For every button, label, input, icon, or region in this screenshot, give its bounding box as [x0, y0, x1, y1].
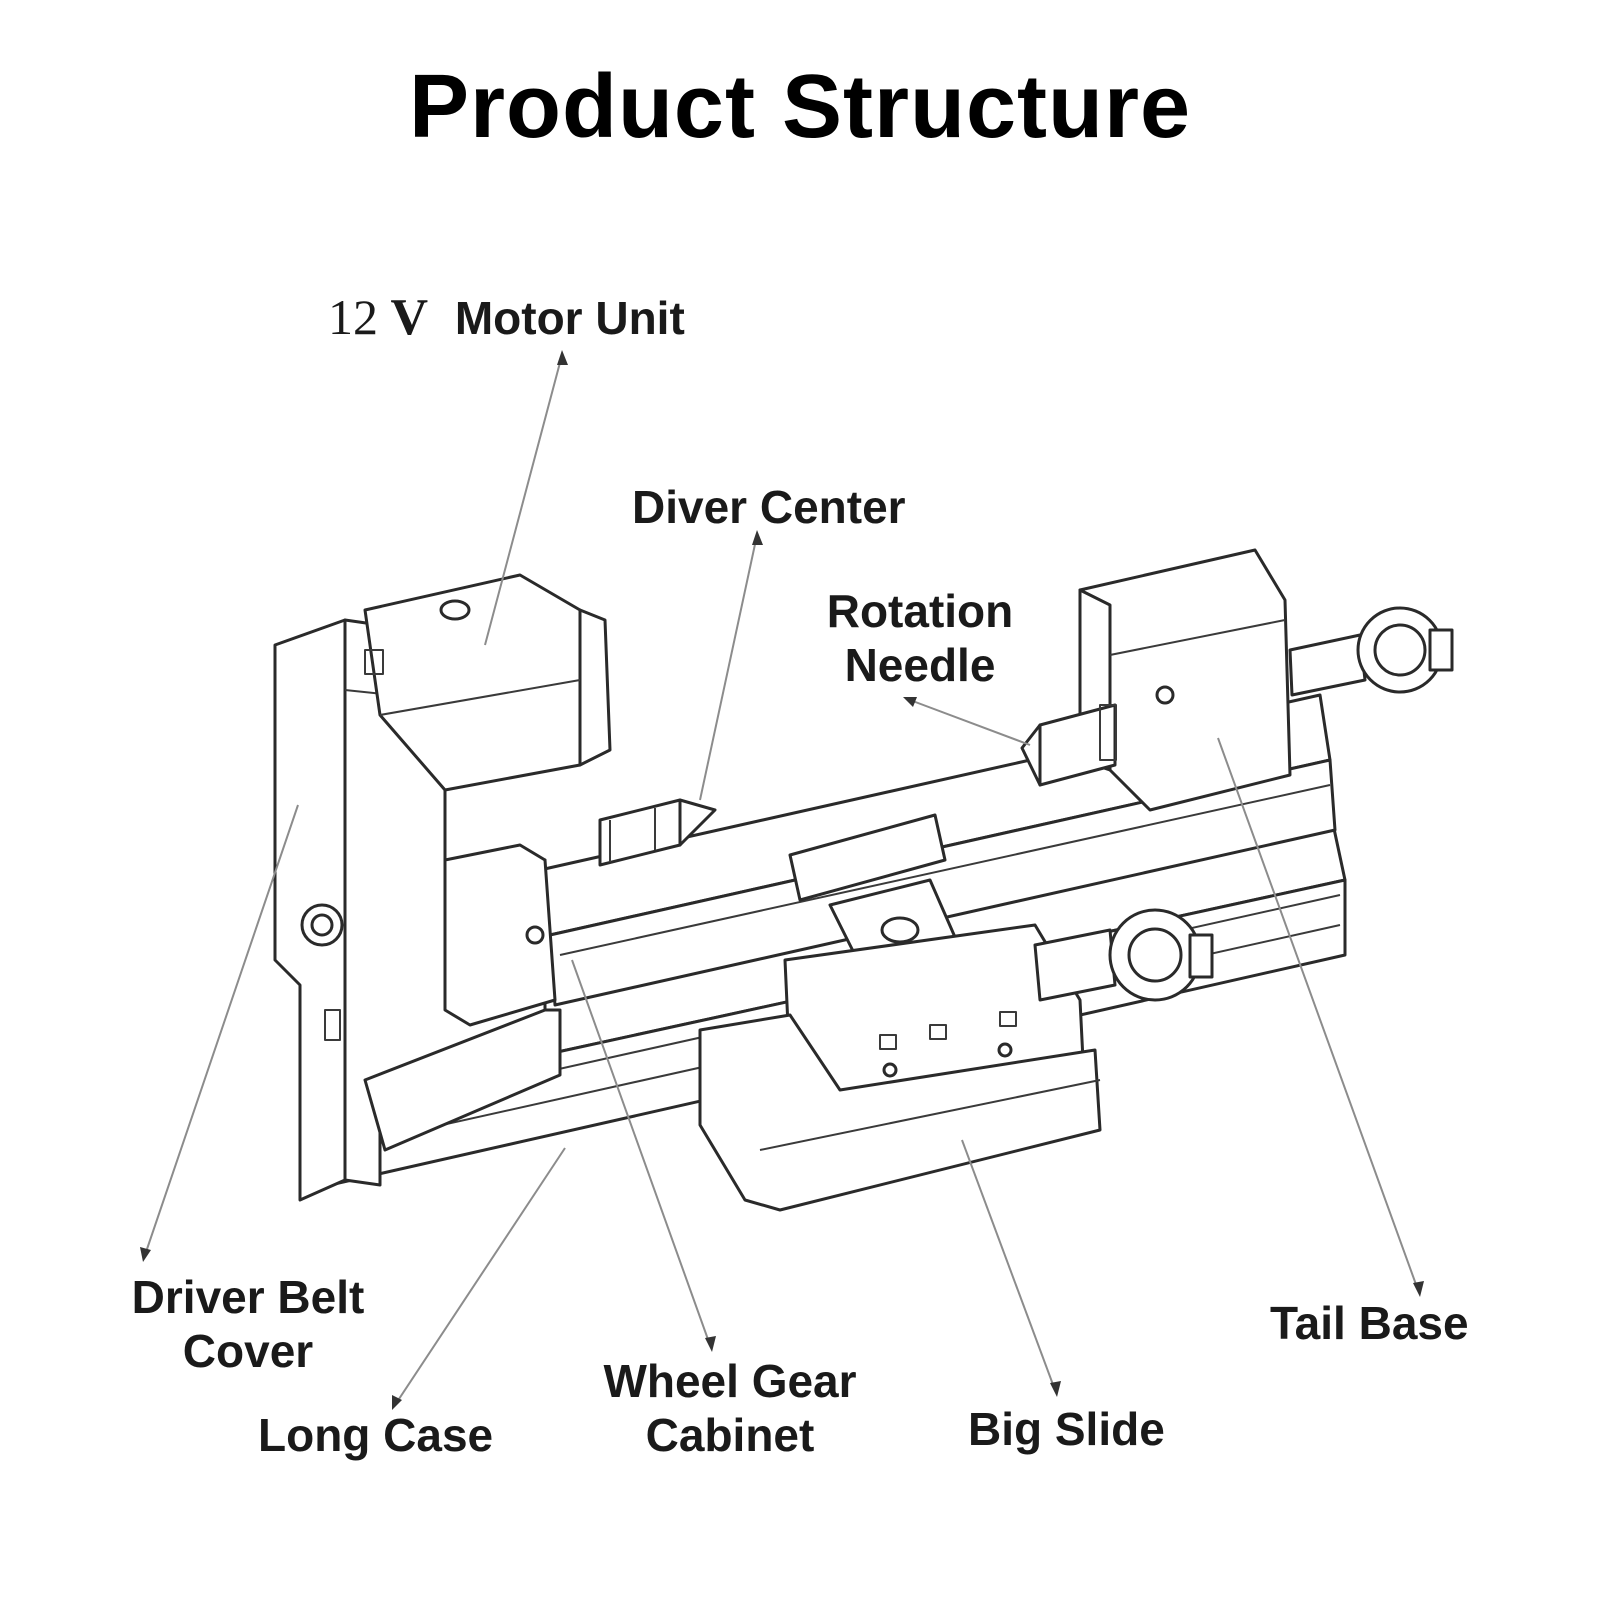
- driver-belt-cover-label: Driver Belt Cover: [108, 1270, 388, 1378]
- motor-unit-body: [363, 573, 612, 792]
- wheel-gear-cabinet-line-1: Wheel Gear: [603, 1355, 857, 1407]
- wheel-gear-cabinet-label: Wheel Gear Cabinet: [580, 1354, 880, 1462]
- driver-belt-cover-line-1: Driver Belt: [131, 1271, 365, 1323]
- big-slide-label: Big Slide: [968, 1403, 1165, 1455]
- rotation-needle-line-1: Rotation: [826, 585, 1014, 637]
- rotation-needle-body: [1020, 703, 1117, 787]
- diver-center-label: Diver Center: [632, 481, 906, 533]
- tail-base-label: Tail Base: [1270, 1297, 1469, 1349]
- motor-unit-text: Motor Unit: [454, 292, 685, 344]
- motor-unit-label: 12 V Motor Unit: [328, 290, 685, 345]
- leader-lines: [140, 350, 1424, 1410]
- long-case-label: Long Case: [258, 1409, 494, 1461]
- tailstock: [1078, 548, 1454, 812]
- wheel-gear-cabinet-line-2: Cabinet: [645, 1409, 815, 1461]
- wheel-gear-cabinet-body: [443, 843, 557, 1027]
- motor-voltage: 12 V: [328, 289, 429, 346]
- rotation-needle-label: Rotation Needle: [800, 584, 1040, 692]
- driver-belt-cover-line-2: Cover: [182, 1325, 314, 1377]
- big-slide-body: [698, 908, 1214, 1212]
- diver-center-body: [598, 798, 717, 867]
- rotation-needle-line-2: Needle: [844, 639, 996, 691]
- page-title: Product Structure: [408, 57, 1192, 157]
